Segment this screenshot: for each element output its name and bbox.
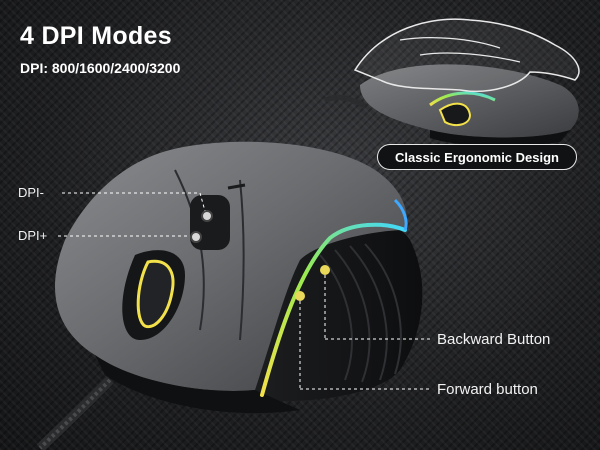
dpi-plus-label: DPI+ [18, 228, 48, 243]
side-grip-ribs [319, 243, 402, 383]
dpi-minus-button [201, 210, 213, 222]
rgb-light-strip [260, 222, 407, 397]
scroll-wheel [136, 259, 175, 329]
hand-outline-icon [353, 18, 580, 92]
ergonomic-design-badge: Classic Ergonomic Design [377, 144, 577, 170]
backward-button-label: Backward Button [437, 331, 551, 348]
page-title: 4 DPI Modes [20, 22, 172, 50]
dpi-levels-text: DPI: 800/1600/2400/3200 [20, 60, 181, 76]
callout-lines [58, 192, 430, 390]
forward-button [295, 291, 305, 301]
dpi-minus-label: DPI- [18, 185, 44, 200]
ergonomic-inset [324, 18, 580, 147]
forward-button-label: Forward button [437, 381, 538, 398]
inset-mouse-shell [360, 64, 579, 138]
backward-button [320, 265, 330, 275]
dpi-plus-button [190, 231, 202, 243]
